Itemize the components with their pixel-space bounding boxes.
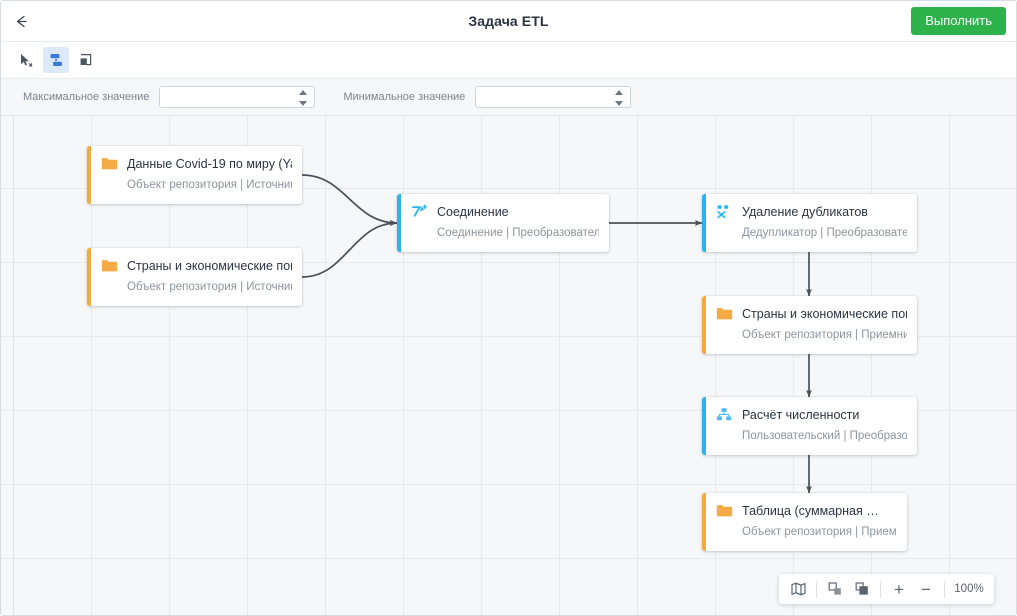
back-button[interactable]: [1, 1, 41, 41]
folder-icon: [101, 257, 118, 274]
actual-size-button[interactable]: [853, 579, 871, 599]
zoom-control-bar: + − 100%: [779, 574, 994, 604]
param-max-value: Максимальное значение: [23, 86, 316, 108]
node-countries-source[interactable]: Страны и экономические пок… Объект репоз…: [87, 248, 302, 306]
node-title: Страны и экономические пок…: [742, 306, 907, 321]
node-join-transform[interactable]: Соединение Соединение | Преобразователь: [397, 194, 609, 252]
node-countries-sink[interactable]: Страны и экономические пок… Объект репоз…: [702, 296, 917, 354]
join-arrow-icon: [411, 203, 428, 220]
node-accent-bar: [702, 296, 706, 354]
node-subtitle: Объект репозитория | Источник: [127, 281, 292, 293]
node-accent-bar: [87, 248, 91, 306]
app-header: Задача ETL Выполнить: [1, 1, 1016, 42]
node-accent-bar: [397, 194, 401, 252]
node-title: Расчёт численности: [742, 407, 860, 422]
node-subtitle: Соединение | Преобразователь: [437, 227, 599, 239]
zoombar-divider: [816, 580, 817, 598]
select-pointer-tool[interactable]: [13, 47, 39, 73]
cursor-arrow-icon: [18, 52, 34, 68]
folder-icon: [101, 155, 118, 172]
folder-icon: [716, 305, 733, 322]
zoombar-divider: [944, 580, 945, 598]
deduplicate-icon: [716, 203, 733, 220]
node-accent-bar: [702, 194, 706, 252]
actual-size-icon: [855, 582, 870, 596]
plus-icon: +: [894, 579, 904, 599]
align-nodes-icon: [48, 52, 64, 68]
node-dedup-transform[interactable]: Удаление дубликатов Дедупликатор | Преоб…: [702, 194, 917, 252]
spin-up-icon[interactable]: [299, 90, 308, 95]
zoom-to-fit-button[interactable]: [826, 579, 844, 599]
parameter-bar: Максимальное значение Минимальное значен…: [1, 79, 1016, 116]
max-value-spin-arrows[interactable]: [299, 90, 308, 106]
min-value-stepper[interactable]: [475, 86, 632, 108]
min-value-input[interactable]: [476, 87, 609, 107]
canvas-left-rail: [13, 116, 14, 615]
node-title: Таблица (суммарная …: [742, 503, 879, 518]
node-population-calc[interactable]: Расчёт численности Пользовательский | Пр…: [702, 397, 917, 455]
fit-screen-icon: [828, 582, 843, 596]
node-title: Страны и экономические пок…: [127, 258, 292, 273]
spin-down-icon[interactable]: [299, 101, 308, 106]
node-title: Соединение: [437, 204, 509, 219]
folder-icon: [716, 502, 733, 519]
max-value-input[interactable]: [160, 87, 293, 107]
resize-canvas-tool[interactable]: [73, 47, 99, 73]
spin-up-icon[interactable]: [615, 90, 624, 95]
param-min-value: Минимальное значение: [343, 86, 632, 108]
min-value-spin-arrows[interactable]: [615, 90, 624, 106]
node-subtitle: Объект репозитория | Источник: [127, 179, 292, 191]
node-subtitle: Дедупликатор | Преобразователь: [742, 227, 907, 239]
run-button[interactable]: Выполнить: [911, 7, 1006, 35]
layout-align-tool[interactable]: [43, 47, 69, 73]
node-accent-bar: [702, 493, 706, 551]
canvas-toolbar: [1, 42, 1016, 79]
node-subtitle: Объект репозитория | Приемник: [742, 329, 907, 341]
node-covid-source[interactable]: Данные Covid-19 по миру (Yan… Объект реп…: [87, 146, 302, 204]
minimap-button[interactable]: [789, 579, 807, 599]
node-accent-bar: [87, 146, 91, 204]
map-icon: [790, 582, 806, 596]
zoom-level-value[interactable]: 100%: [954, 583, 984, 595]
node-title: Удаление дубликатов: [742, 204, 868, 219]
param-min-value-label: Минимальное значение: [343, 91, 466, 103]
zoom-out-button[interactable]: −: [917, 579, 935, 599]
param-max-value-label: Максимальное значение: [23, 91, 150, 103]
node-accent-bar: [702, 397, 706, 455]
node-subtitle: Объект репозитория | Приемник: [742, 526, 897, 538]
zoombar-divider: [880, 580, 881, 598]
node-title: Данные Covid-19 по миру (Yan…: [127, 156, 292, 171]
spin-down-icon[interactable]: [615, 101, 624, 106]
hierarchy-icon: [716, 406, 733, 423]
arrow-left-icon: [13, 13, 30, 30]
minus-icon: −: [921, 579, 931, 599]
node-subtitle: Пользовательский | Преобразова…: [742, 430, 907, 442]
page-title: Задача ETL: [468, 13, 549, 29]
zoom-in-button[interactable]: +: [890, 579, 908, 599]
node-summary-table-sink[interactable]: Таблица (суммарная … Объект репозитория …: [702, 493, 907, 551]
etl-graph-canvas[interactable]: Данные Covid-19 по миру (Yan… Объект реп…: [1, 116, 1016, 615]
resize-frame-icon: [78, 52, 94, 68]
max-value-stepper[interactable]: [159, 86, 316, 108]
